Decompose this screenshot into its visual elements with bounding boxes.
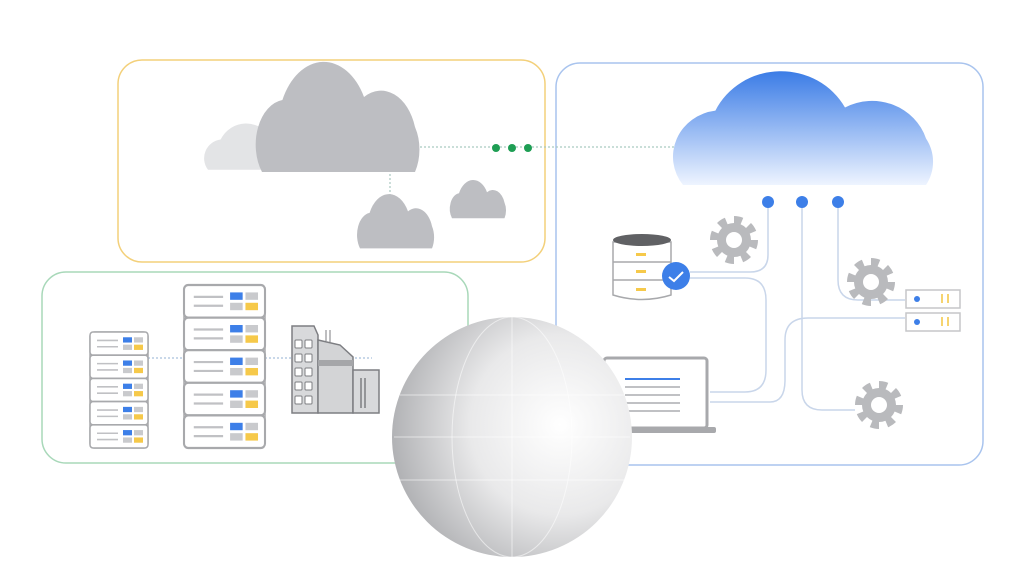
server-unit: [89, 331, 149, 356]
building-icon: [291, 325, 380, 414]
window: [294, 381, 303, 391]
window: [294, 395, 303, 405]
server-rack-icon: [89, 331, 149, 449]
window: [294, 353, 303, 363]
server-unit: [89, 354, 149, 380]
window: [304, 367, 313, 377]
window: [294, 339, 303, 349]
database-icon: [612, 234, 672, 301]
server-unit: [182, 381, 267, 417]
server-unit: [89, 400, 149, 426]
window: [304, 381, 313, 391]
globe-icon: [392, 316, 632, 558]
server-unit: [182, 316, 267, 352]
connection-nodes: [762, 196, 844, 208]
window: [304, 339, 313, 349]
window: [304, 353, 313, 363]
server-unit: [182, 349, 267, 384]
server-rack-icon: [182, 283, 267, 450]
server-unit: [182, 414, 267, 450]
server-icon: [905, 289, 961, 332]
window: [304, 395, 313, 405]
check-icon: [662, 262, 690, 290]
window: [294, 367, 303, 377]
server-unit: [89, 424, 149, 449]
network-lines: [690, 202, 905, 411]
status-dots: [492, 144, 532, 152]
server-unit: [182, 283, 267, 319]
server-unit: [89, 377, 149, 403]
